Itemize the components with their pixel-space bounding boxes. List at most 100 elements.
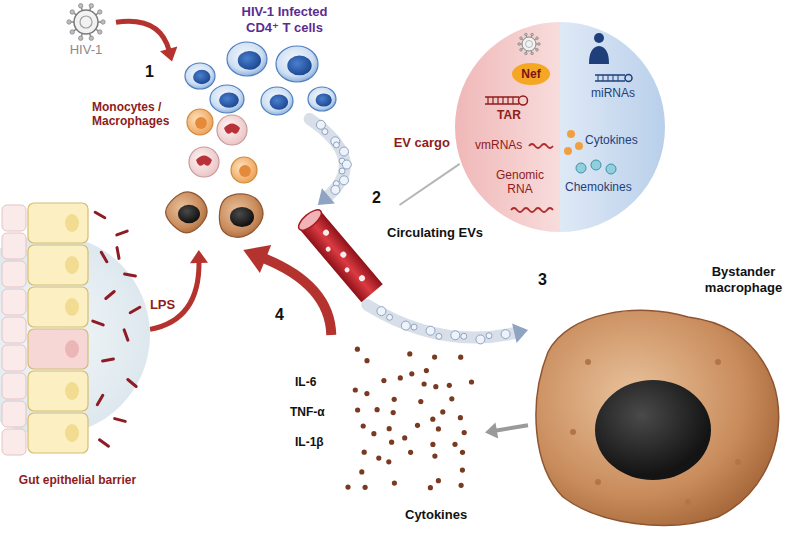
flow-arrow: [243, 245, 331, 335]
cytokine-molecule: [449, 396, 454, 401]
node-text: vmRNAs: [475, 138, 522, 152]
monocyte-nucleus: [239, 165, 251, 177]
epithelial-cell: [28, 245, 88, 285]
cytokine-molecule: [353, 387, 358, 392]
extracellular-vesicle: [411, 324, 417, 330]
flow-arrow: [485, 423, 528, 439]
extracellular-vesicle: [342, 160, 351, 169]
callout-number: 3: [538, 270, 547, 289]
macrophage-granule: [595, 479, 601, 485]
virus-spike-tip: [79, 36, 83, 40]
cytokine-molecule: [391, 410, 396, 415]
extracellular-vesicle: [331, 185, 340, 194]
hiv-virion: HIV-1: [58, 2, 116, 60]
t-cell-nucleus: [193, 70, 210, 84]
cytokine-molecule: [345, 485, 350, 490]
tar-hairpin-rung: [507, 97, 508, 104]
callout-number: 2: [372, 188, 381, 207]
t-cell: [276, 46, 318, 82]
mirna-rung: [618, 75, 619, 81]
cytokine-molecule: [436, 478, 441, 483]
zoom-callout-line: [400, 163, 461, 205]
extracellular-vesicle: [486, 333, 492, 339]
virus-spike-tip: [98, 10, 102, 14]
human-body-icon: [589, 46, 609, 64]
tar-hairpin-strand: [485, 96, 519, 98]
tar-hairpin-loop: [519, 96, 528, 105]
gut-bacterium: [125, 274, 136, 276]
t-cell-nucleus: [287, 56, 311, 76]
virus-spike-tip: [531, 33, 534, 36]
extracellular-vesicle: [340, 147, 349, 156]
cytokine-molecule: [458, 355, 463, 360]
viral-cargo-half: [453, 20, 560, 234]
monocyte-cell: [231, 157, 257, 183]
epithelial-cell: [28, 287, 88, 327]
kidney-nucleus: [196, 156, 212, 166]
arrowhead: [160, 47, 177, 62]
epithelial-nucleus: [65, 214, 79, 232]
node-text: HIV-1: [58, 42, 114, 58]
flow-arrow: [116, 21, 177, 61]
cytokine-molecule: [361, 423, 366, 428]
cytokine-molecule: [371, 431, 376, 436]
node-text: HIV-1 Infected CD4⁺ T cells: [227, 4, 342, 35]
node-text: TAR: [489, 108, 529, 122]
arrowhead: [512, 323, 528, 343]
t-cell: [261, 87, 293, 115]
node-text: IL-6: [295, 375, 316, 389]
lamina-cell: [2, 289, 26, 315]
cytokine-molecule: [375, 407, 380, 412]
cytokine-molecule: [362, 450, 367, 455]
cytokine-molecule: [359, 469, 364, 474]
connector-line: [367, 305, 516, 338]
node-text: Chemokines: [565, 180, 632, 194]
cytokine-molecule: [386, 459, 391, 464]
cytokine-molecule: [460, 468, 465, 473]
monocyte-cell: [189, 147, 219, 177]
macrophage-nucleus: [178, 205, 200, 223]
cytokine-cloud: IL-6TNF-αIL-1βCytokines: [280, 335, 485, 530]
virus-spike-tip: [89, 4, 93, 8]
t-cell-nucleus: [238, 51, 261, 70]
ev-cargo-heading: EV cargo: [372, 135, 450, 151]
epithelial-nucleus: [65, 424, 79, 442]
macrophage-granule: [570, 429, 576, 435]
virus-capsid: [526, 41, 533, 48]
gut-bacterium: [97, 395, 103, 405]
mirna-rung: [613, 75, 614, 81]
gut-bacterium: [130, 307, 140, 313]
arrowhead: [318, 188, 335, 205]
connector-line: [310, 119, 345, 197]
lamina-cell: [2, 205, 26, 231]
virus-spike-tip: [98, 30, 102, 34]
cytokine-molecule: [355, 347, 360, 352]
node-text: Cytokines: [405, 507, 467, 523]
gut-lumen-ground: [0, 235, 150, 435]
extracellular-vesicle: [339, 168, 345, 174]
t-cell: [227, 42, 267, 76]
cytokine-molecule: [418, 399, 423, 404]
lamina-cell: [2, 261, 26, 287]
node-text: Cytokines: [585, 133, 638, 147]
cytokine-molecule: [440, 409, 445, 414]
virus-spike-tip: [101, 20, 105, 24]
epithelial-cell: [28, 371, 88, 411]
virus-envelope: [74, 10, 98, 34]
lamina-cell: [2, 429, 26, 455]
chemokine-dot: [606, 164, 616, 174]
mirna-strand: [595, 74, 625, 76]
cytokine-molecule: [462, 430, 467, 435]
edge-label: LPS: [148, 297, 177, 313]
vessel-lumen: [295, 206, 324, 233]
callout-number: 1: [145, 62, 154, 81]
blood-vessel-node: Circulating EVs: [292, 205, 507, 305]
tar-hairpin-rung: [512, 97, 513, 104]
virus-spike-tip: [89, 36, 93, 40]
lamina-cell: [2, 373, 26, 399]
lamina-cell: [2, 345, 26, 371]
node-text: Monocytes / Macrophages: [92, 100, 182, 129]
mirna-strand: [595, 80, 625, 82]
